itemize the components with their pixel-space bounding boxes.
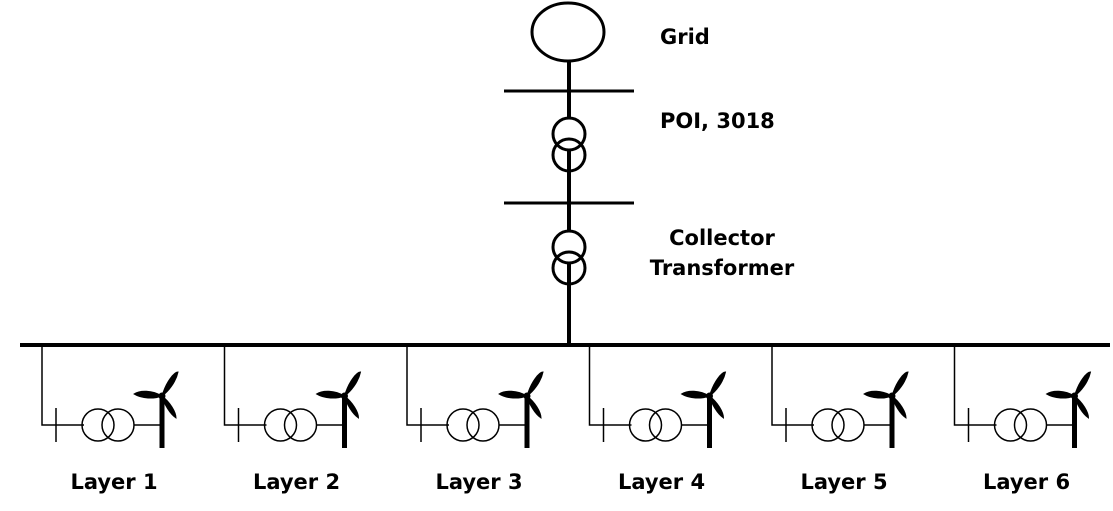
two-winding-transformer-icon xyxy=(993,408,1048,442)
two-winding-transformer-icon xyxy=(446,408,500,442)
layer-label: Layer 2 xyxy=(252,470,341,494)
layer-feeder-line xyxy=(223,345,267,426)
wind-turbine-icon xyxy=(863,371,909,448)
layer-branch xyxy=(771,345,909,448)
layer-feeder-line xyxy=(953,345,997,426)
collector-transformer-label-line2: Transformer xyxy=(649,256,795,280)
poi-label: POI, 3018 xyxy=(660,109,775,133)
layer-branch xyxy=(588,345,727,448)
poi-transformer-icon xyxy=(551,116,587,173)
layer-feeder-line xyxy=(588,345,632,426)
layers-group xyxy=(41,345,1092,448)
grid-source-circle-icon xyxy=(530,1,606,63)
wind-turbine-icon xyxy=(498,371,544,448)
layer-feeder-line xyxy=(41,345,84,426)
two-winding-transformer-icon xyxy=(628,408,683,442)
layer-label: Layer 3 xyxy=(435,470,523,494)
wind-turbine-icon xyxy=(133,371,179,448)
wind-turbine-icon xyxy=(315,371,362,448)
layer-label: Layer 6 xyxy=(982,470,1071,494)
two-winding-transformer-icon xyxy=(81,408,135,442)
layer-branch xyxy=(223,345,362,448)
layer-branch xyxy=(41,345,179,448)
collector-transformer-icon xyxy=(551,229,587,286)
layer-feeder-line xyxy=(771,345,814,426)
layer-label: Layer 1 xyxy=(70,470,158,494)
wind-turbine-icon xyxy=(1045,371,1092,448)
collector-transformer-label-line1: Collector xyxy=(669,226,775,250)
layer-branch xyxy=(953,345,1092,448)
layer-label: Layer 5 xyxy=(800,470,888,494)
two-winding-transformer-icon xyxy=(263,408,318,442)
layer-feeder-line xyxy=(406,345,449,426)
layer-branch xyxy=(406,345,544,448)
layer-label: Layer 4 xyxy=(617,470,706,494)
two-winding-transformer-icon xyxy=(811,408,865,442)
grid-label: Grid xyxy=(660,25,710,49)
wind-turbine-icon xyxy=(680,371,727,448)
